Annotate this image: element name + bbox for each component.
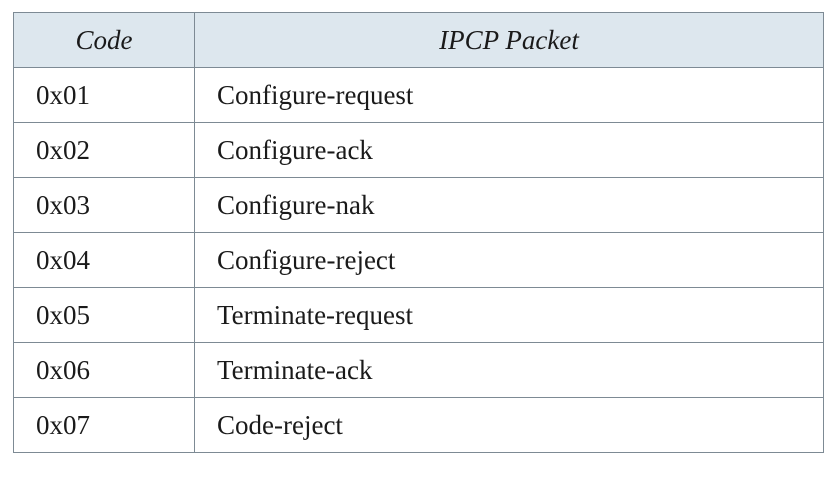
packet-cell: Configure-ack <box>194 122 824 178</box>
packet-cell: Terminate-request <box>194 287 824 343</box>
code-cell: 0x02 <box>13 122 195 178</box>
table-row: 0x07 Code-reject <box>13 397 824 453</box>
code-cell: 0x06 <box>13 342 195 398</box>
code-cell: 0x01 <box>13 67 195 123</box>
column-header-ipcp-packet: IPCP Packet <box>194 12 824 68</box>
code-cell: 0x05 <box>13 287 195 343</box>
code-cell: 0x04 <box>13 232 195 288</box>
table-row: 0x05 Terminate-request <box>13 287 824 343</box>
code-cell: 0x03 <box>13 177 195 233</box>
header-row: Code IPCP Packet <box>13 12 824 68</box>
packet-cell: Configure-request <box>194 67 824 123</box>
table-row: 0x01 Configure-request <box>13 67 824 123</box>
table-row: 0x03 Configure-nak <box>13 177 824 233</box>
packet-cell: Code-reject <box>194 397 824 453</box>
table-header: Code IPCP Packet <box>13 12 824 68</box>
packet-cell: Configure-reject <box>194 232 824 288</box>
table-row: 0x06 Terminate-ack <box>13 342 824 398</box>
table-row: 0x04 Configure-reject <box>13 232 824 288</box>
ipcp-packet-table: Code IPCP Packet 0x01 Configure-request … <box>13 12 824 453</box>
table-row: 0x02 Configure-ack <box>13 122 824 178</box>
code-cell: 0x07 <box>13 397 195 453</box>
packet-cell: Configure-nak <box>194 177 824 233</box>
packet-cell: Terminate-ack <box>194 342 824 398</box>
column-header-code: Code <box>13 12 195 68</box>
table-body: 0x01 Configure-request 0x02 Configure-ac… <box>13 67 824 453</box>
